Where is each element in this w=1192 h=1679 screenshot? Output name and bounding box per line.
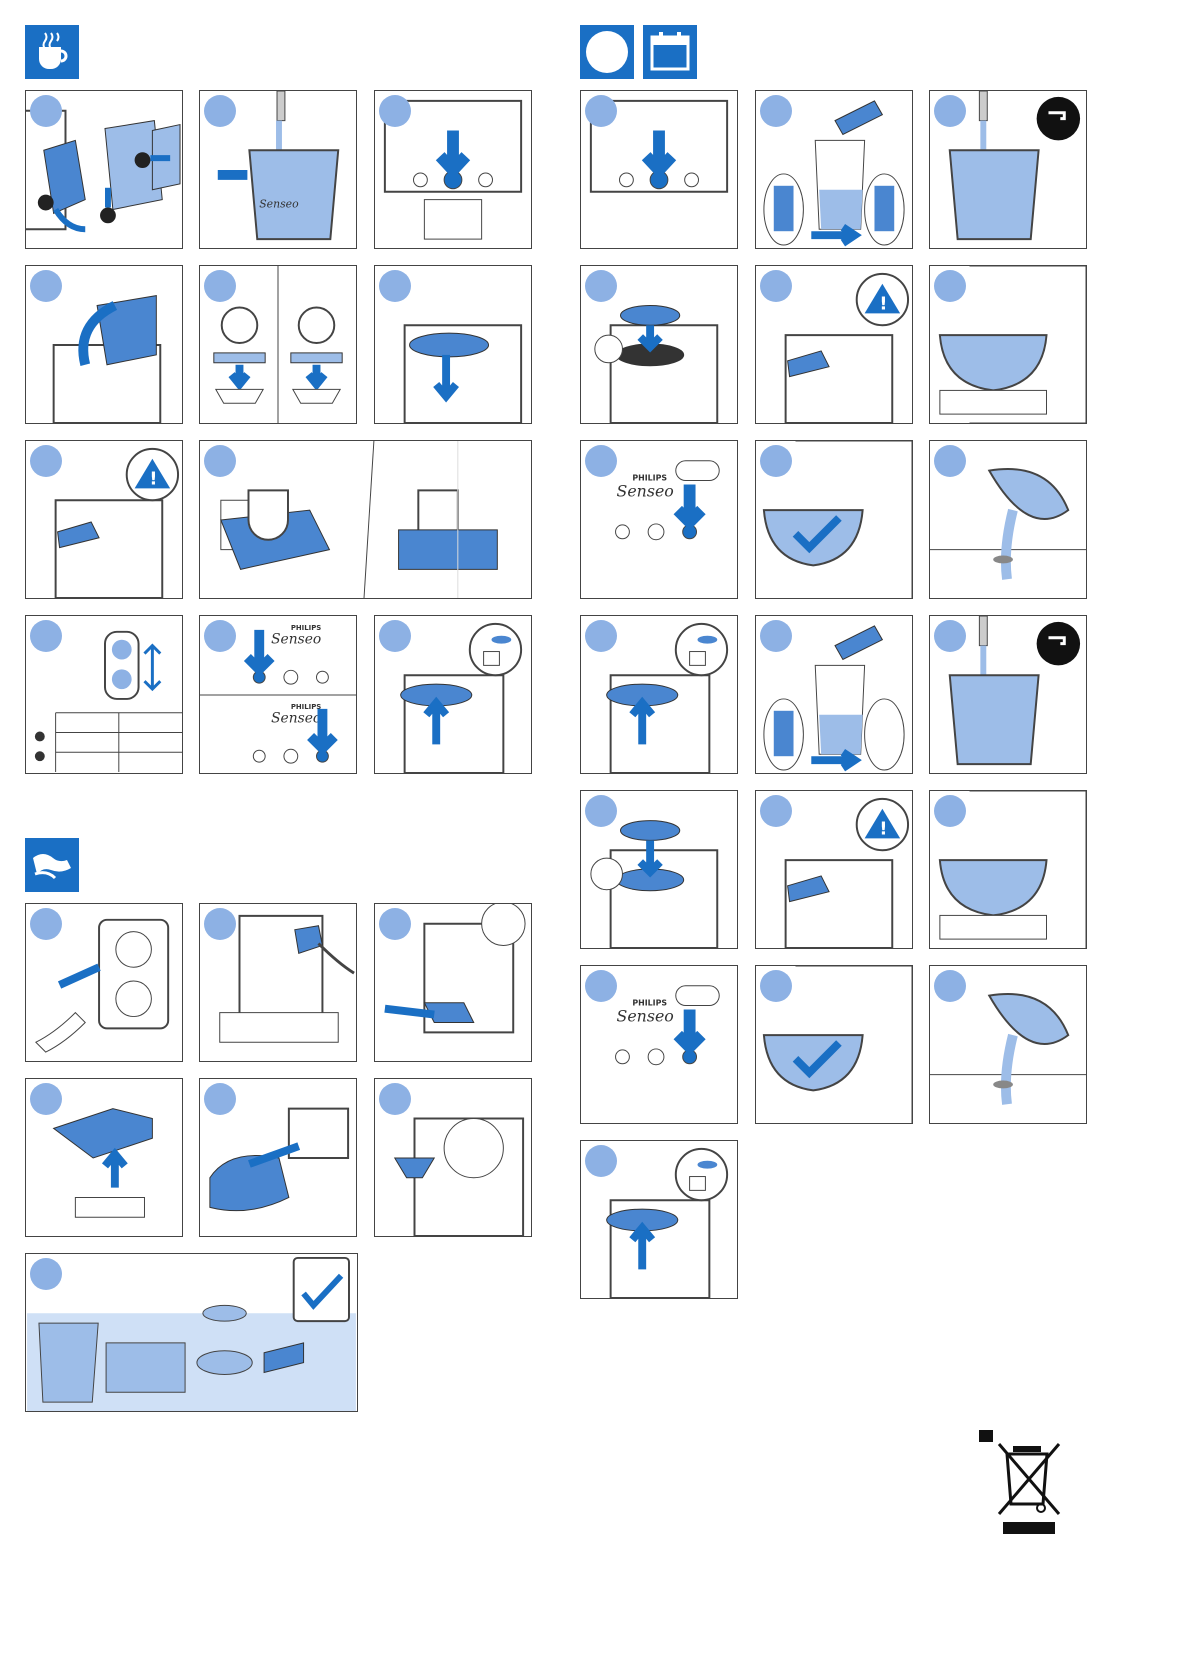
step-panel-remove-holder-final (580, 1140, 738, 1299)
step-number-badge (585, 620, 617, 652)
step-number-badge (30, 270, 62, 302)
step-panel-press-power (374, 90, 532, 249)
svg-text:!: ! (879, 294, 887, 314)
section-brew-icon (25, 25, 79, 79)
step-number-badge (934, 620, 966, 652)
step-panel-bowl-filled (755, 440, 913, 599)
step-number-badge (30, 445, 62, 477)
step-number-badge (934, 95, 966, 127)
step-number-badge (934, 270, 966, 302)
senseo-logo: Senseo (271, 632, 321, 648)
step-panel-close-lid-descale-2: ! (755, 790, 913, 949)
step-number-badge (760, 95, 792, 127)
step-number-badge (585, 795, 617, 827)
calendar-icon (643, 25, 697, 79)
step-panel-choose-holder (199, 265, 357, 424)
water-tap-icon (1037, 622, 1080, 665)
step-number-badge (379, 1083, 411, 1115)
step-panel-select-strength (25, 615, 183, 774)
senseo-logo: Senseo (617, 481, 674, 500)
step-panel-remove-holder (580, 615, 738, 774)
step-panel-descale-power (580, 90, 738, 249)
svg-text:Senseo: Senseo (259, 198, 299, 211)
philips-logo: PHILIPS (291, 703, 321, 711)
step-number-badge (204, 95, 236, 127)
step-number-badge (934, 970, 966, 1002)
step-number-badge (379, 908, 411, 940)
step-number-badge (585, 445, 617, 477)
step-number-badge (760, 270, 792, 302)
step-panel-empty-bowl (929, 440, 1087, 599)
step-number-badge (934, 795, 966, 827)
step-number-badge (30, 908, 62, 940)
step-number-badge (204, 270, 236, 302)
step-panel-place-bowl-2 (929, 790, 1087, 949)
step-number-badge (204, 620, 236, 652)
step-number-badge (30, 95, 62, 127)
svg-text:!: ! (879, 819, 887, 839)
step-number-badge (760, 445, 792, 477)
step-number-badge (585, 270, 617, 302)
step-panel-pour-descaler-2 (755, 615, 913, 774)
step-panel-add-tap-water-2 (929, 615, 1087, 774)
step-panel-insert-2cup-holder (580, 790, 738, 949)
step-panel-bowl-filled-2 (755, 965, 913, 1124)
water-tap-icon (1037, 97, 1080, 140)
step-panel-empty-bowl-2 (929, 965, 1087, 1124)
step-number-badge (30, 1258, 62, 1290)
step-panel-dishwasher (25, 1253, 358, 1412)
step-panel-remove-pad (374, 615, 532, 774)
step-number-badge (204, 1083, 236, 1115)
section-descale-circle-icon (580, 25, 634, 79)
step-panel-unplug (25, 903, 183, 1062)
step-panel-remove-seal (374, 1078, 532, 1237)
step-number-badge (30, 1083, 62, 1115)
svg-text:!: ! (149, 469, 157, 489)
crossed-out-bin-icon (979, 1430, 1069, 1540)
step-panel-close-lid: ! (25, 440, 183, 599)
step-number-badge (585, 95, 617, 127)
senseo-logo: Senseo (617, 1006, 674, 1025)
section-clean-icon (25, 838, 79, 892)
step-panel-remove-spout (374, 903, 532, 1062)
step-panel-insert-holder (374, 265, 532, 424)
step-number-badge (204, 445, 236, 477)
step-number-badge (585, 1145, 617, 1177)
step-panel-detach-spout (25, 1078, 183, 1237)
step-panel-open-lid (25, 265, 183, 424)
philips-logo: PHILIPS (291, 624, 321, 632)
step-panel-insert-pad-holder (580, 265, 738, 424)
step-panel-insert-filter (25, 90, 183, 249)
step-number-badge (934, 445, 966, 477)
step-panel-close-lid-descale: ! (755, 265, 913, 424)
step-number-badge (204, 908, 236, 940)
step-number-badge (379, 620, 411, 652)
step-panel-place-bowl (929, 265, 1087, 424)
step-panel-wipe-machine (199, 903, 357, 1062)
step-panel-place-cup (199, 440, 532, 599)
step-panel-fill-water: Senseo (199, 90, 357, 249)
step-panel-add-tap-water (929, 90, 1087, 249)
step-number-badge (379, 95, 411, 127)
step-number-badge (379, 270, 411, 302)
step-number-badge (760, 795, 792, 827)
step-panel-pour-descaler (755, 90, 913, 249)
step-number-badge (760, 620, 792, 652)
step-number-badge (760, 970, 792, 1002)
step-number-badge (30, 620, 62, 652)
senseo-logo: Senseo (271, 711, 321, 727)
step-number-badge (585, 970, 617, 1002)
step-panel-separate-spout (199, 1078, 357, 1237)
